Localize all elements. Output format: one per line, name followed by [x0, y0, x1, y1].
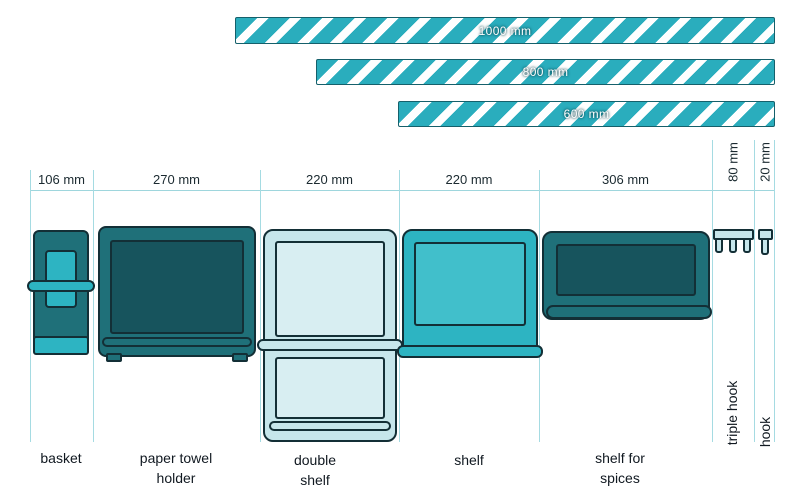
basket-base	[33, 336, 89, 355]
product-label-shelf-for-spices: shelf for spices	[595, 450, 645, 487]
guide-line	[712, 140, 713, 442]
guide-line	[30, 170, 31, 442]
paper-towel-holder-roller	[102, 337, 252, 347]
double-shelf-mid-lip	[257, 339, 403, 351]
dim-label-shelf: 220 mm	[445, 172, 493, 187]
guide-line	[260, 170, 261, 442]
rail-1000mm: 1000 mm	[235, 17, 775, 44]
dim-label-double-shelf: 220 mm	[306, 172, 353, 187]
guide-line	[539, 170, 540, 442]
rail-600mm-label: 600 mm	[563, 107, 610, 121]
double-shelf-top-inner	[275, 241, 385, 337]
dim-label-basket: 106 mm	[38, 172, 85, 187]
rail-1000mm-label: 1000 mm	[478, 23, 532, 38]
shelf-lip	[397, 345, 543, 358]
shelf-inner	[414, 242, 526, 326]
paper-towel-holder-foot-left	[106, 353, 122, 362]
basket-crossbar	[27, 280, 95, 292]
product-label-paper-towel-holder: paper towel holder	[139, 450, 213, 487]
product-label-triple-hook: triple hook	[724, 380, 740, 446]
product-label-hook: hook	[757, 416, 773, 448]
guide-line	[754, 140, 755, 442]
paper-towel-holder-foot-right	[232, 353, 248, 362]
triple-hook-prong	[729, 238, 737, 253]
spice-shelf-inner	[556, 244, 696, 296]
dimension-line	[30, 190, 775, 191]
guide-line	[774, 140, 775, 442]
hook-prong	[761, 238, 769, 255]
product-label-double-shelf: double shelf	[293, 452, 337, 489]
triple-hook-prong	[715, 238, 723, 253]
double-shelf-bottom-lip	[269, 421, 391, 431]
guide-line	[93, 170, 94, 442]
dim-label-hook: 20 mm	[757, 142, 773, 182]
dim-label-shelf-for-spices: 306 mm	[602, 172, 649, 187]
product-label-shelf: shelf	[454, 452, 484, 468]
spice-shelf-lip	[546, 305, 712, 319]
dim-label-paper-towel-holder: 270 mm	[153, 172, 200, 187]
product-label-basket: basket	[40, 450, 82, 466]
rail-600mm: 600 mm	[398, 101, 775, 127]
dim-label-triple-hook: 80 mm	[725, 142, 741, 182]
rail-800mm: 800 mm	[316, 59, 775, 85]
triple-hook-prong	[743, 238, 751, 253]
rail-800mm-label: 800 mm	[522, 65, 569, 79]
basket-inner	[45, 250, 77, 308]
paper-towel-holder-panel	[110, 240, 244, 334]
double-shelf-bottom-inner	[275, 357, 385, 419]
guide-line	[399, 170, 400, 442]
